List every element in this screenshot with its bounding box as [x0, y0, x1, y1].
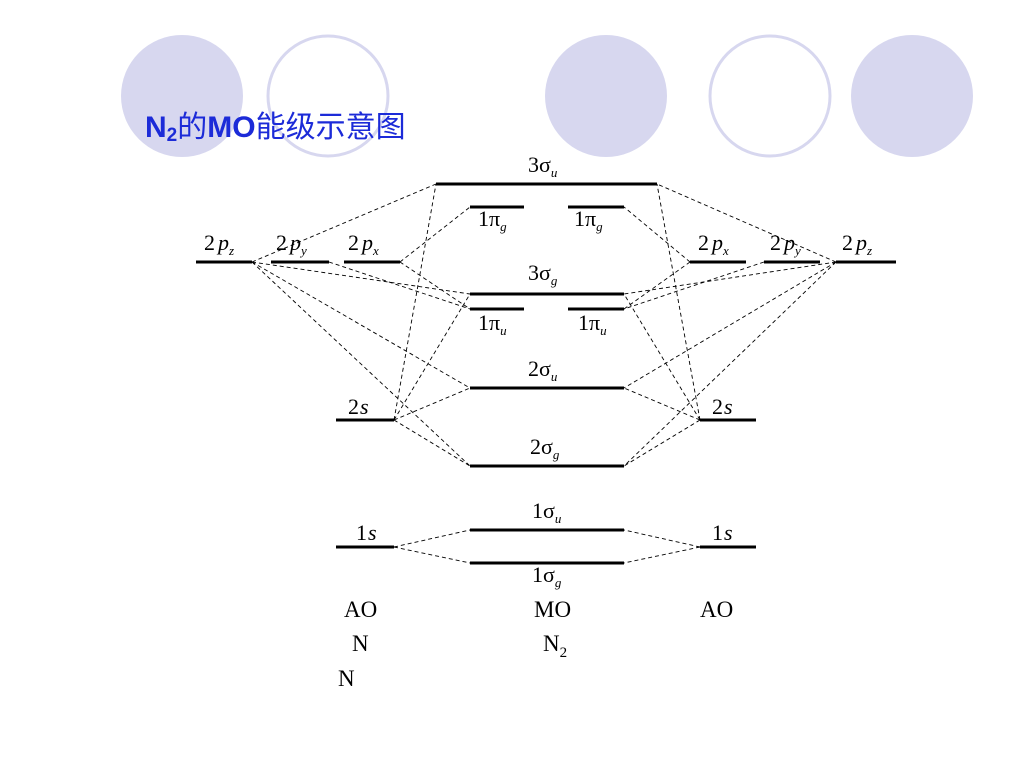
label-right-2s: 2s: [712, 394, 733, 419]
label-1pi-u-right: 1πu: [578, 310, 607, 338]
connector: [251, 261, 471, 295]
connector: [623, 546, 701, 564]
connector: [623, 261, 765, 310]
decor-circle-filled: [851, 35, 973, 157]
connector: [393, 183, 437, 421]
footer-left-atom: N: [352, 631, 369, 656]
connector: [399, 206, 471, 263]
mo-labels: 3σu 1πg 1πg 3σg 1πu 1πu 2σu 2σg 1σu 1σg: [478, 152, 607, 590]
page-title: N2的MO能级示意图: [145, 108, 406, 156]
dashed-connectors: [251, 183, 837, 564]
title-cjk-de: 的: [177, 110, 208, 145]
label-right-1s: 1s: [712, 520, 733, 545]
connector: [623, 419, 701, 467]
decor-circle-outline: [266, 34, 390, 158]
connector: [251, 261, 471, 467]
label-3sigma-g: 3σg: [528, 260, 558, 288]
title-subscript: 2: [166, 125, 178, 146]
footer-left-ao: AO: [344, 597, 377, 622]
connector: [623, 261, 837, 467]
connector: [623, 293, 701, 421]
footer-center-molecule: N2: [543, 631, 567, 661]
connector: [393, 387, 471, 421]
connector: [656, 183, 701, 421]
connector: [623, 206, 691, 263]
connector: [623, 261, 837, 295]
connector: [393, 546, 471, 564]
level-lines: [196, 182, 896, 565]
title-cjk-rest: 能级示意图: [255, 110, 406, 145]
decorative-circles: [121, 34, 973, 158]
connector: [393, 529, 471, 548]
decor-circle-filled: [121, 35, 243, 157]
connector: [393, 293, 471, 421]
footer-left-atom-2: N: [338, 666, 355, 691]
label-2sigma-u: 2σu: [528, 356, 558, 384]
connector: [251, 183, 437, 263]
decor-circle-outline: [708, 34, 832, 158]
connector: [393, 419, 471, 467]
label-left-2s: 2s: [348, 394, 369, 419]
title-n: N: [145, 111, 167, 144]
label-left-1s: 1s: [356, 520, 377, 545]
label-1pi-u-left: 1πu: [478, 310, 507, 338]
connector: [251, 261, 471, 389]
label-2sigma-g: 2σg: [530, 434, 560, 462]
decor-circle-filled: [545, 35, 667, 157]
label-1sigma-g: 1σg: [532, 562, 562, 590]
label-3sigma-u: 3σu: [528, 152, 558, 180]
connector: [328, 261, 471, 310]
connector: [656, 183, 837, 263]
title-mo: MO: [207, 111, 256, 144]
connector: [399, 261, 471, 310]
label-1pi-g-left: 1πg: [478, 206, 507, 234]
footer-labels: AO N N MO N2 AO: [338, 597, 733, 691]
label-1pi-g-right: 1πg: [574, 206, 603, 234]
footer-center-mo: MO: [534, 597, 571, 622]
label-1sigma-u: 1σu: [532, 498, 562, 526]
connector: [623, 529, 701, 548]
connector: [623, 261, 837, 389]
footer-right-ao: AO: [700, 597, 733, 622]
